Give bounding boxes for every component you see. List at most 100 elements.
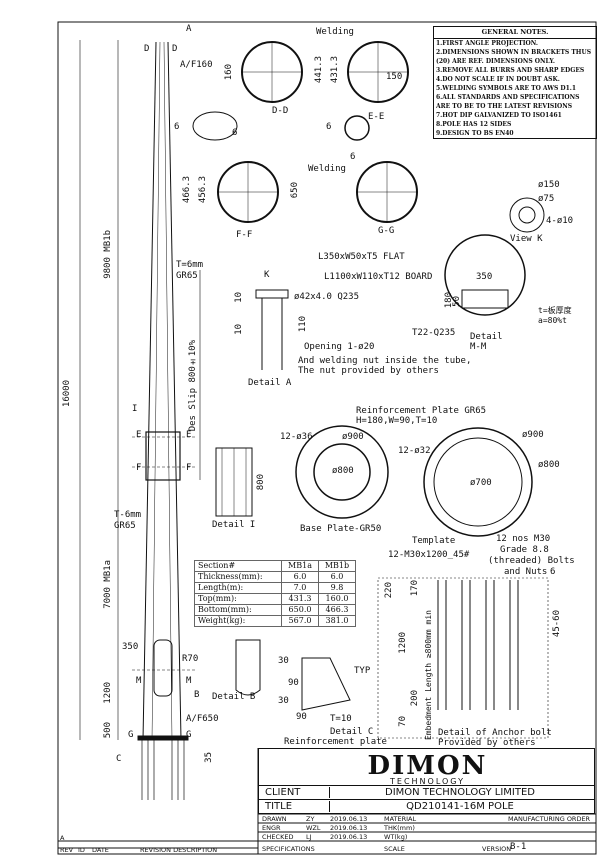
label-6d: 6 (350, 152, 356, 162)
engr-by: WZL (306, 824, 321, 832)
checked-label: CHECKED (262, 833, 294, 841)
label-and-nuts: and Nuts (504, 567, 548, 577)
label-detail-b: Detail B (212, 692, 256, 702)
label-grade-88: Grade 8.8 (500, 545, 549, 555)
label-g-right: G (186, 730, 192, 740)
label-6c: 6 (326, 122, 332, 132)
company-logo: DIMON TECHNOLOGY (258, 748, 595, 786)
table-cell: MB1b (318, 560, 356, 572)
label-k: K (264, 270, 270, 280)
label-phi700: ø700 (470, 478, 492, 488)
table-cell: 431.3 (281, 593, 319, 605)
version-key: VERSION (482, 845, 512, 853)
label-reinf-size: H=180,W=90,T=10 (356, 416, 438, 426)
label-t22: T22-Q235 (412, 328, 456, 338)
label-detail-anchor: Detail of Anchor bolt (438, 728, 552, 738)
label-10a: 10 (234, 292, 244, 303)
label-30: 30 (278, 656, 289, 666)
table-cell: Bottom(mm): (194, 604, 282, 616)
label-800: 800 (256, 474, 266, 491)
label-detail-c: Detail C (330, 727, 374, 737)
label-t-note: t=板厚度 (538, 306, 572, 315)
logo-subtext: TECHNOLOGY (390, 777, 465, 786)
note-line: ARE TO BE TO THE LATEST REVISIONS (436, 103, 573, 110)
label-12-nos-m30: 12 nos M30 (496, 534, 551, 544)
thk-label: THK(mm) (384, 824, 415, 832)
table-cell: Thickness(mm): (194, 571, 282, 583)
label-t6mm-2: T-6mm (114, 510, 142, 520)
label-gg: G-G (378, 226, 395, 236)
label-af650: A/F650 (186, 714, 219, 724)
label-e-right: E (186, 430, 192, 440)
label-mm: M-M (470, 342, 487, 352)
label-phi900b: ø900 (522, 430, 544, 440)
label-typ: TYP (354, 666, 371, 676)
label-provided: Provided by others (438, 738, 536, 748)
label-r70: R70 (182, 654, 199, 664)
label-t10: T=10 (330, 714, 352, 724)
label-50: 50 (452, 296, 462, 307)
notes-heading: GENERAL NOTES. (434, 27, 596, 39)
note-line: 1.FIRST ANGLE PROJECTION. (436, 40, 538, 47)
label-350-mm: 350 (476, 272, 493, 282)
label-6b: 6 (232, 128, 238, 138)
label-l1100: L1100xW110xT12 BOARD (324, 272, 433, 282)
label-220: 220 (384, 582, 394, 599)
label-gr65-2: GR65 (114, 521, 136, 531)
mfg-order-label: MANUFACTURING ORDER (508, 815, 591, 823)
table-cell: 650.0 (281, 604, 319, 616)
note-line: (20) ARE REF. DIMENSIONS ONLY. (436, 58, 555, 65)
label-12-phi32: 12-ø32 (398, 446, 431, 456)
label-template: Template (412, 536, 456, 546)
label-45-60: 45-60 (552, 610, 562, 638)
label-441-3a: 441.3 (314, 56, 324, 84)
label-m-left: M (136, 676, 142, 686)
note-line: 3.REMOVE ALL BURRS AND SHARP EDGES (436, 67, 585, 74)
table-row: Thickness(mm): 6.0 6.0 (194, 571, 356, 583)
scale-label: SCALE (384, 845, 405, 853)
label-reinf: Reinforcement Plate GR65 (356, 406, 487, 416)
label-embed: Embedment Length ≥800mm min (424, 610, 433, 741)
general-notes: GENERAL NOTES. 1.FIRST ANGLE PROJECTION.… (433, 26, 597, 139)
table-cell: Section# (194, 560, 282, 572)
table-cell: 381.0 (318, 615, 356, 627)
label-350-base: 350 (122, 642, 139, 652)
section-table: Section# MB1a MB1b Thickness(mm): 6.0 6.… (194, 560, 356, 627)
title-block: DIMON TECHNOLOGY CLIENT DIMON TECHNOLOGY… (258, 748, 595, 853)
note-line: 6.ALL STANDARDS AND SPECIFICATIONS (436, 94, 580, 101)
label-466-3: 466.3 (182, 176, 192, 204)
label-1200b: 1200 (398, 632, 408, 654)
label-welding-1: Welding (316, 27, 354, 37)
label-phi900a: ø900 (342, 432, 364, 442)
note-line: 9.DESIGN TO BS EN40 (436, 130, 514, 137)
label-des-slip: Des Slip 800±10% (188, 340, 198, 432)
label-view-k: View K (510, 234, 543, 244)
table-cell: 6.0 (318, 571, 356, 583)
title-row: TITLE QD210141-16M POLE (258, 800, 595, 814)
checked-date: 2019.06.13 (330, 833, 368, 841)
title-key: TITLE (265, 801, 293, 812)
client-key: CLIENT (265, 787, 301, 798)
label-456-3: 456.3 (198, 176, 208, 204)
label-weldnut-2: The nut provided by others (298, 366, 439, 376)
label-110: 110 (298, 316, 308, 333)
rev-label: REV (60, 846, 74, 854)
label-7000: 7000 MB1a (103, 560, 113, 609)
label-431-3: 431.3 (330, 56, 340, 84)
title-value: QD210141-16M POLE (329, 801, 590, 812)
label-90b: 90 (296, 712, 307, 722)
label-170: 170 (410, 580, 420, 597)
label-500: 500 (103, 722, 113, 739)
label-base-plate: Base Plate-GR50 (300, 524, 382, 534)
label-ee: E-E (368, 112, 385, 122)
rev-desc-label: REVISION DESCRIPTION (140, 846, 218, 854)
label-200: 200 (410, 690, 420, 707)
wt-label: WT(kg) (384, 833, 408, 841)
client-row: CLIENT DIMON TECHNOLOGY LIMITED (258, 786, 595, 800)
label-i: I (132, 404, 138, 414)
label-reinf-plate: Reinforcement plate (284, 737, 387, 747)
table-cell: MB1a (281, 560, 319, 572)
label-30b: 30 (278, 696, 289, 706)
label-1200: 1200 (103, 682, 113, 704)
